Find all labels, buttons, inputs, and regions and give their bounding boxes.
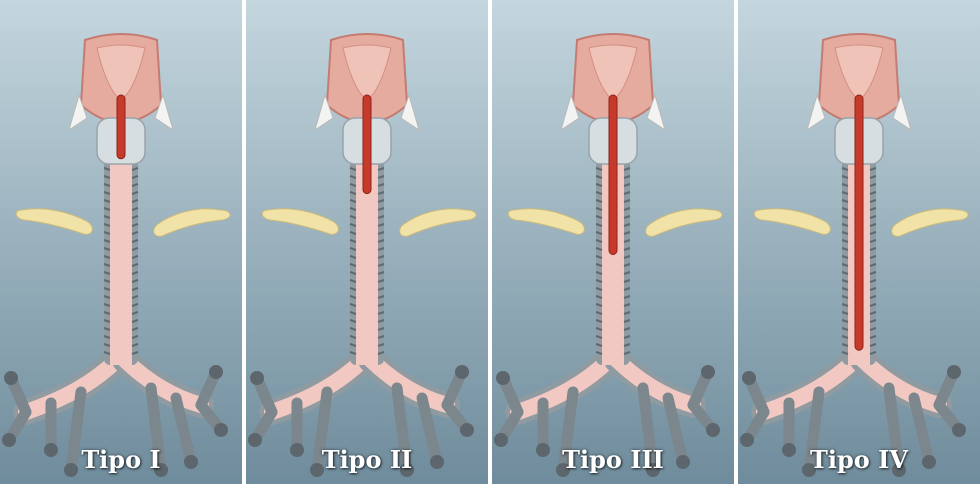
panel-tipo-2: Tipo II [246, 0, 488, 484]
panel-tipo-1: Tipo I [0, 0, 242, 484]
laryngeal-cleft [855, 95, 863, 350]
panel-tipo-4: Tipo IV [738, 0, 980, 484]
airway-illustration [738, 0, 980, 484]
panel-label: Tipo II [246, 445, 488, 474]
laryngeal-cleft [117, 95, 125, 159]
airway-illustration [492, 0, 734, 484]
airway-illustration [246, 0, 488, 484]
panel-label: Tipo I [0, 445, 242, 474]
trachea-illustration [104, 160, 138, 365]
airway-illustration [0, 0, 242, 484]
laryngeal-cleft [363, 95, 371, 194]
laryngeal-cleft [609, 95, 617, 255]
panel-label: Tipo IV [738, 445, 980, 474]
panel-label: Tipo III [492, 445, 734, 474]
panel-tipo-3: Tipo III [492, 0, 734, 484]
